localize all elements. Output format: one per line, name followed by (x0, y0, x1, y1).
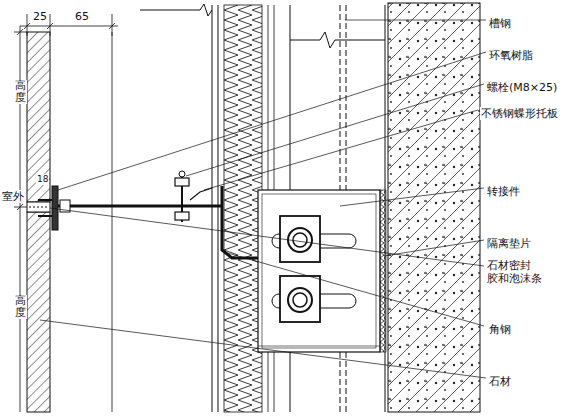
label-holder: 65 (74, 6, 90, 24)
label-holder: 不锈钢蝶形托板 (480, 103, 559, 121)
label-holder: 石材 (488, 371, 512, 389)
part-label: 25 (32, 10, 48, 23)
part-label: 石材 (488, 375, 512, 388)
part-label: 螺栓(M8×25) (486, 81, 558, 94)
part-label: 槽钢 (488, 17, 512, 30)
label-holder: 螺栓(M8×25) (486, 77, 558, 95)
label-holder: 高度 (14, 80, 27, 105)
part-label: 高度 (14, 295, 27, 319)
label-holder: 18 (36, 168, 49, 186)
leader-lines (40, 20, 486, 378)
label-holder: 石材密封 胶和泡沫条 (486, 259, 550, 286)
part-label: 环氧树脂 (488, 49, 534, 62)
label-holder: 转接件 (486, 181, 521, 199)
part-label: 室外 (1, 190, 25, 203)
label-holder: 高度 (14, 295, 27, 320)
part-label: 65 (74, 10, 90, 23)
stone-panel (27, 32, 50, 412)
part-label: 转接件 (486, 185, 521, 198)
concrete-wall (388, 3, 480, 412)
part-label: 角钢 (488, 323, 512, 336)
label-holder: 25 (32, 6, 48, 24)
wall-lines (112, 5, 274, 412)
part-label: 高度 (14, 80, 27, 104)
adapter-plate (258, 190, 386, 352)
label-holder: 角钢 (488, 319, 512, 337)
label-holder: 隔离垫片 (486, 233, 532, 251)
part-label: 隔离垫片 (486, 237, 532, 250)
part-label: 18 (36, 174, 49, 185)
label-holder: 室外 (1, 186, 25, 204)
dimension-lines (14, 14, 118, 412)
label-holder: 槽钢 (488, 13, 512, 31)
channel-steel (140, 4, 385, 412)
part-label: 不锈钢蝶形托板 (480, 107, 559, 120)
label-holder: 环氧树脂 (488, 45, 534, 63)
part-label: 石材密封 胶和泡沫条 (486, 259, 550, 285)
